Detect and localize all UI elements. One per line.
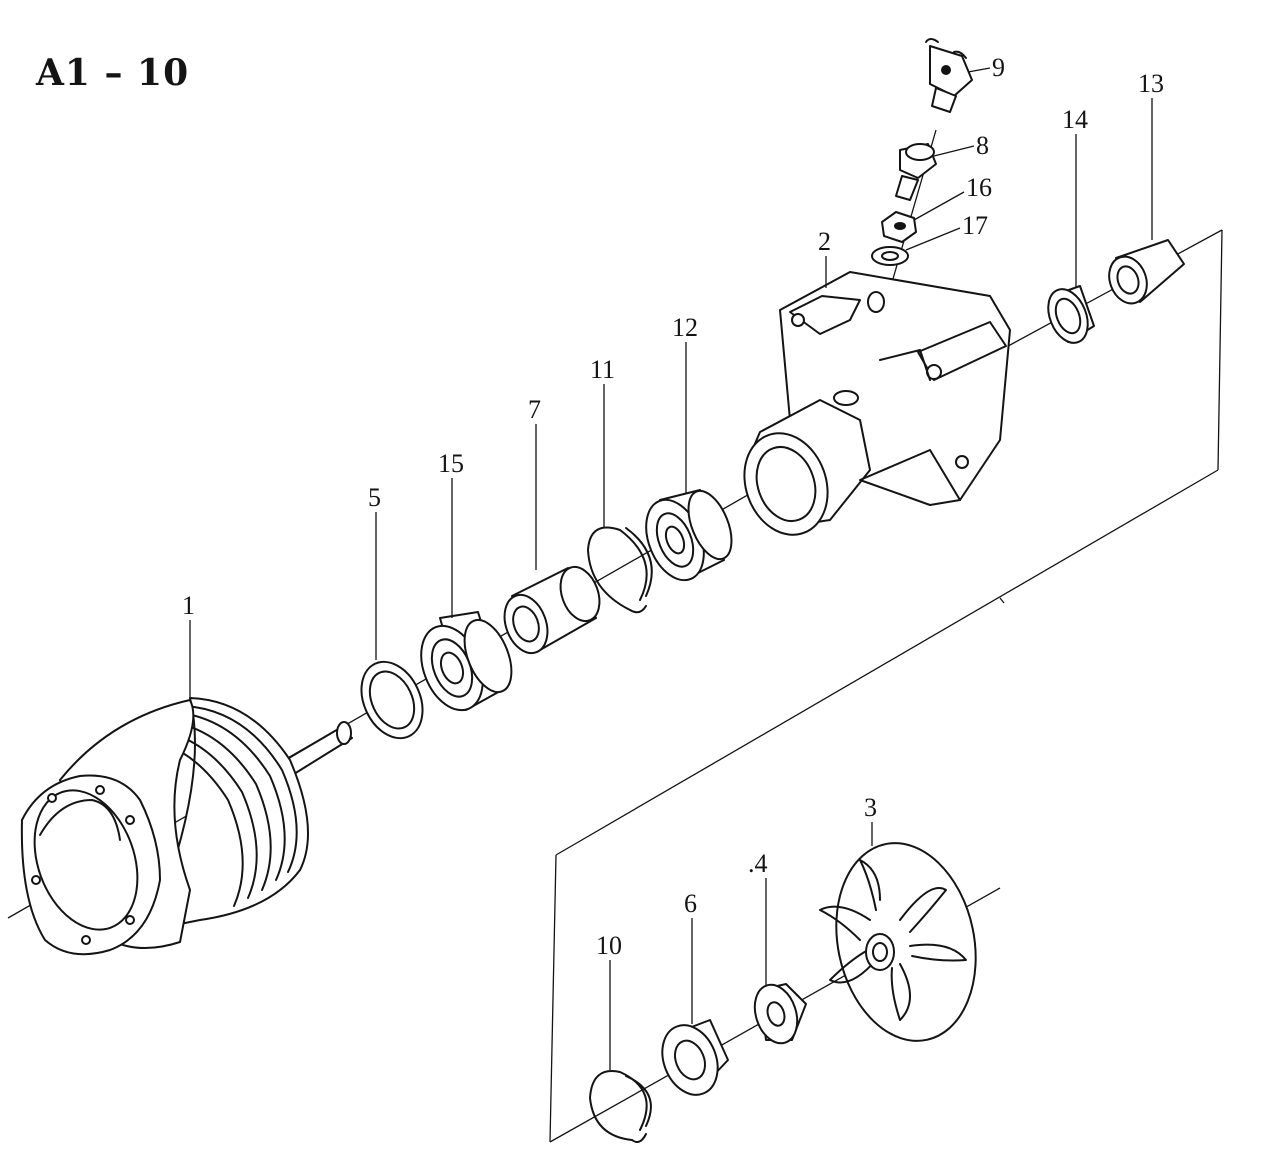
part-12-bearing xyxy=(645,489,733,582)
part-6-sleeve xyxy=(661,1019,729,1096)
callout-1: 1 xyxy=(182,591,195,698)
callout-label-9: 9 xyxy=(992,53,1005,82)
callout-label-8: 8 xyxy=(976,131,989,160)
callout-label-10: 10 xyxy=(596,931,622,960)
part-2-pump-housing xyxy=(743,271,1011,536)
figure-title: A1 – 10 xyxy=(36,52,190,94)
callout-3: 3 xyxy=(864,793,877,846)
callout-2: 2 xyxy=(818,227,831,288)
callout-10: 10 xyxy=(596,931,622,1070)
callout-6: 6 xyxy=(684,889,697,1024)
part-14-ring xyxy=(1047,285,1095,344)
callout-label-7: 7 xyxy=(528,395,541,424)
callout-label-2: 2 xyxy=(818,227,831,256)
callout-label-4: .4 xyxy=(748,849,768,878)
callout-label-1: 1 xyxy=(182,591,195,620)
callout-4: .4 xyxy=(748,849,768,986)
part-7-spacer-sleeve xyxy=(503,565,601,655)
part-11-circlip xyxy=(587,526,653,614)
callout-9: 9 xyxy=(967,53,1005,82)
callout-5: 5 xyxy=(368,483,381,660)
part-1-pulley-shaft xyxy=(20,697,353,956)
part-16-nut xyxy=(881,211,917,243)
part-8-adapter xyxy=(895,143,937,201)
part-10-circlip xyxy=(589,1070,652,1143)
callout-16: 16 xyxy=(913,173,992,221)
callout-label-14: 14 xyxy=(1062,105,1088,134)
callout-14: 14 xyxy=(1062,105,1088,288)
callout-label-13: 13 xyxy=(1138,69,1164,98)
callout-label-17: 17 xyxy=(962,211,988,240)
part-17-washer xyxy=(871,246,909,266)
callout-label-15: 15 xyxy=(438,449,464,478)
callout-12: 12 xyxy=(672,313,698,494)
callout-7: 7 xyxy=(528,395,541,570)
callout-17: 17 xyxy=(905,211,988,251)
part-3-impeller xyxy=(819,842,977,1042)
part-4-seal xyxy=(753,983,807,1045)
callout-13: 13 xyxy=(1138,69,1164,240)
callout-11: 11 xyxy=(590,355,615,528)
part-9-grease-fitting xyxy=(925,38,973,113)
callout-label-12: 12 xyxy=(672,313,698,342)
callout-label-16: 16 xyxy=(966,173,992,202)
callout-label-11: 11 xyxy=(590,355,615,384)
part-5-seal-ring xyxy=(360,660,424,740)
callout-label-5: 5 xyxy=(368,483,381,512)
callout-label-3: 3 xyxy=(864,793,877,822)
part-13-bushing xyxy=(1108,239,1185,305)
part-15-bearing xyxy=(420,611,513,712)
callout-15: 15 xyxy=(438,449,464,618)
callout-8: 8 xyxy=(933,131,989,160)
callout-label-6: 6 xyxy=(684,889,697,918)
